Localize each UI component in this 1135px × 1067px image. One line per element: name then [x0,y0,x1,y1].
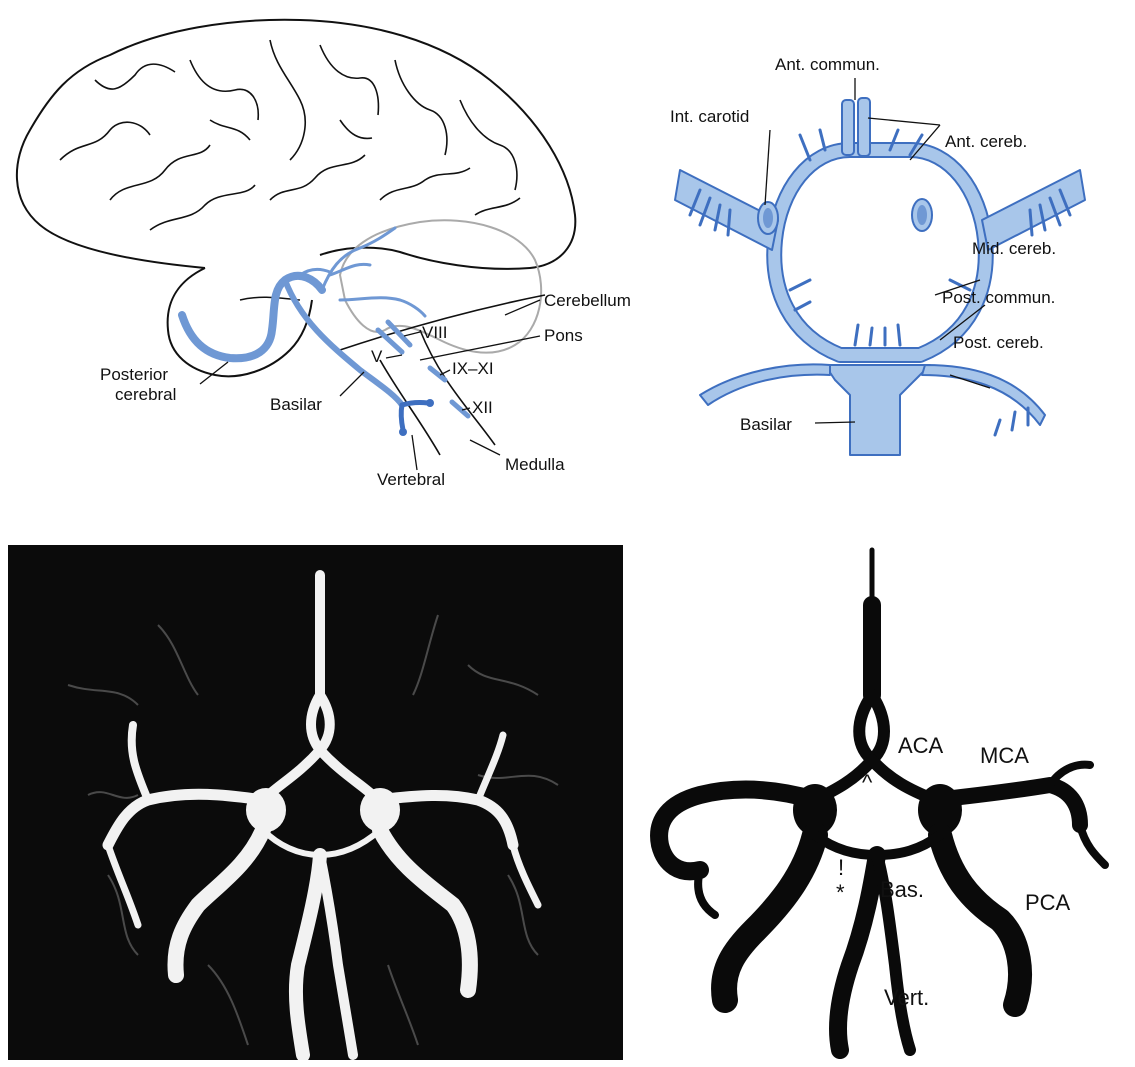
label-basilar-circle: Basilar [740,415,792,434]
label-posterior-cerebral-2: cerebral [115,385,176,404]
label-bas: Bas. [880,877,924,902]
mr-angiogram-image [8,545,623,1060]
label-posterior-cerebral-1: Posterior [100,365,168,384]
label-pons: Pons [544,326,583,345]
label-cn-v: V [371,347,383,366]
label-ant-cereb: Ant. cereb. [945,132,1027,151]
posterior-cerebral-left [700,364,830,405]
cerebrum-outline [17,20,575,269]
label-cerebellum: Cerebellum [544,291,631,310]
labeled-angiogram-panel: ACA MCA ^ PCA Bas. Vert. ! * [640,545,1135,1060]
label-cn-ix-xi: IX–XI [452,359,494,378]
angio2-pca-right [940,835,1020,1005]
posterior-cerebral-artery [182,276,322,358]
label-caret: ^ [862,770,873,795]
mr-angiogram-panel [8,545,623,1060]
label-aca: ACA [898,733,944,758]
vertebral-artery-left [401,405,403,430]
label-cn-xii: XII [472,398,493,417]
circle-ring [774,150,985,355]
label-basilar: Basilar [270,395,322,414]
label-cn-viii: VIII [422,323,448,342]
leader-lines [200,300,540,470]
label-mid-cereb: Mid. cereb. [972,239,1056,258]
angio2-mca-left [659,790,815,872]
lateral-brain-diagram: Cerebellum Pons VIII V IX–XI XII Posteri… [0,0,690,500]
label-excl: ! [838,855,844,880]
basilar-trunk [825,365,930,455]
circle-of-willis-diagram: Ant. commun. Int. carotid Ant. cereb. Mi… [660,40,1120,480]
cortical-branches [300,228,425,316]
label-ant-commun: Ant. commun. [775,55,880,74]
angio2-pca-left [724,835,815,1000]
lateral-brain-panel: Cerebellum Pons VIII V IX–XI XII Posteri… [0,0,690,500]
label-star: * [836,880,845,905]
brain-gyri [60,40,520,230]
label-post-commun: Post. commun. [942,288,1055,307]
label-int-carotid: Int. carotid [670,107,749,126]
label-pca: PCA [1025,890,1071,915]
labeled-angiogram-image: ACA MCA ^ PCA Bas. Vert. ! * [640,545,1135,1060]
label-vert: Vert. [884,985,929,1010]
label-mca: MCA [980,743,1029,768]
label-post-cereb: Post. cereb. [953,333,1044,352]
vertebral-artery-right [402,402,428,405]
circle-of-willis-panel: Ant. commun. Int. carotid Ant. cereb. Mi… [660,40,1120,480]
label-vertebral: Vertebral [377,470,445,489]
label-medulla: Medulla [505,455,565,474]
